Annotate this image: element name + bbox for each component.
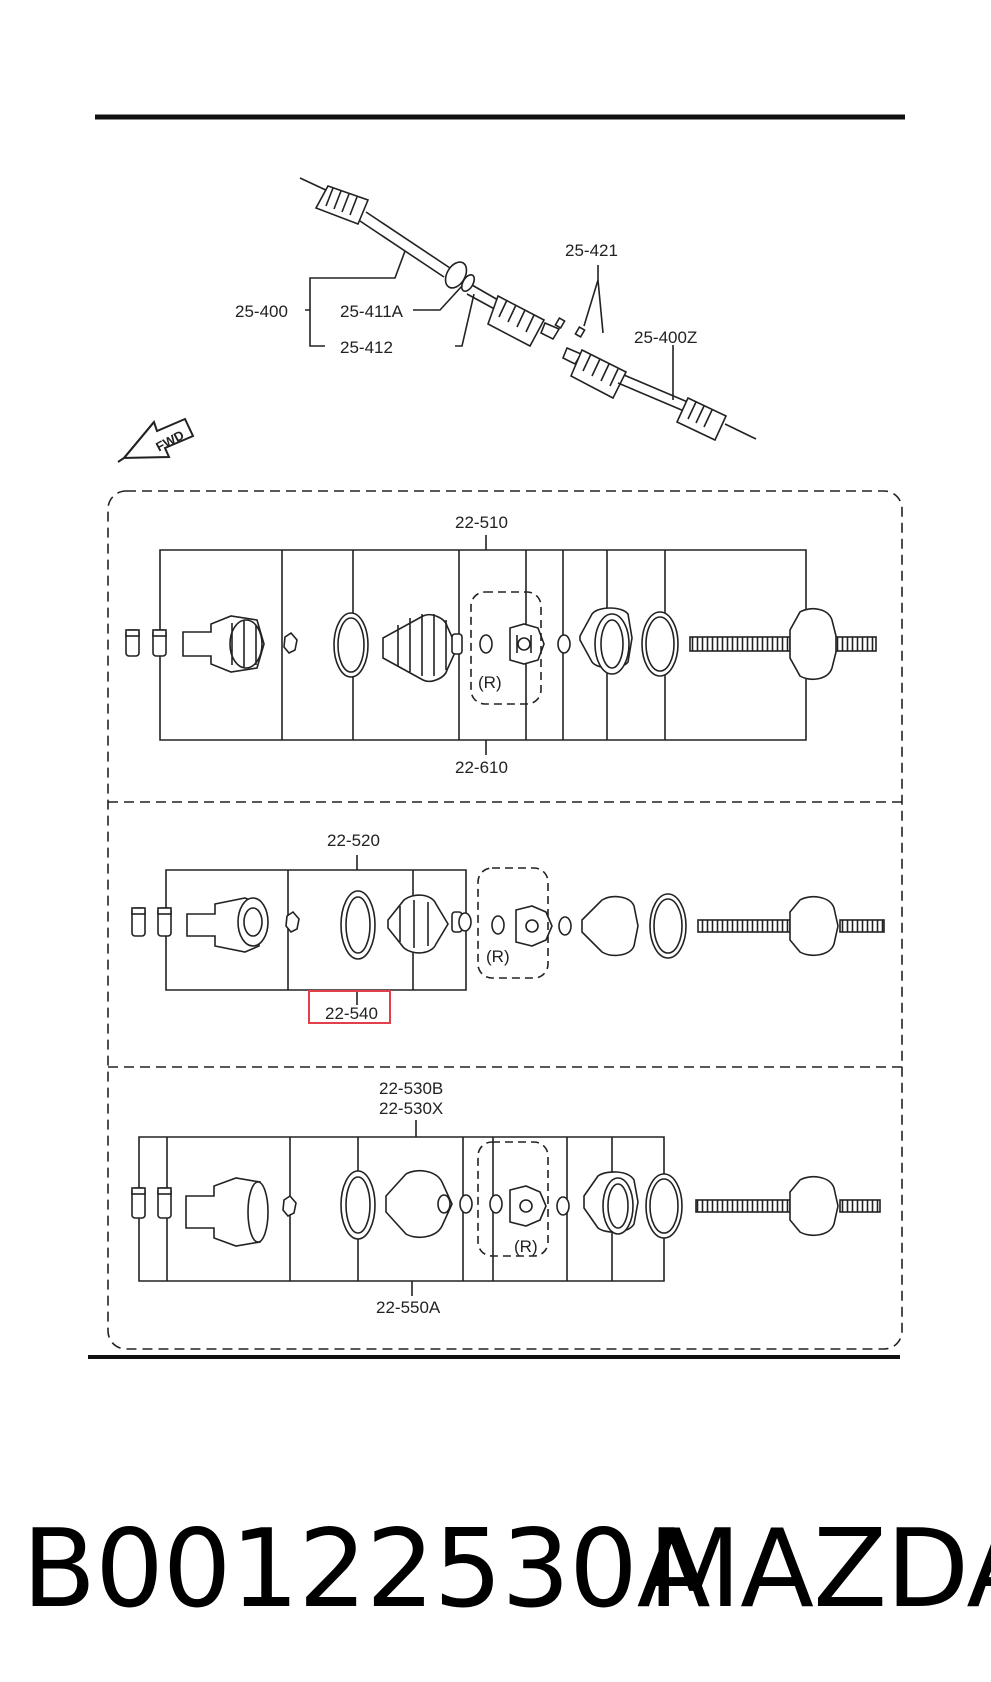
exploded-view-3: 22-530B 22-530X 22-550A (R) (131, 1079, 881, 1317)
label-22-510: 22-510 (455, 513, 508, 532)
detail-r-box-3 (477, 1141, 549, 1257)
parts-3 (131, 1169, 881, 1247)
highlight-box (308, 990, 391, 1024)
detail-r-box-1 (470, 591, 542, 705)
exploded-views-frame (107, 490, 903, 1350)
label-25-411A: 25-411A (340, 302, 404, 321)
overview-leaders (305, 250, 674, 400)
label-r-2: (R) (486, 947, 510, 966)
detail-r-box-2 (477, 867, 549, 979)
footer: B00122530A MAZDA (0, 1500, 991, 1640)
brand-name: MAZDA (648, 1507, 991, 1632)
label-22-530B: 22-530B (379, 1079, 443, 1098)
label-22-550A: 22-550A (376, 1298, 441, 1317)
parts-1 (125, 607, 877, 683)
label-25-400Z: 25-400Z (634, 328, 697, 347)
drive-shaft-overview (299, 177, 757, 442)
label-r-3: (R) (514, 1237, 538, 1256)
label-22-530X: 22-530X (379, 1099, 443, 1118)
label-25-421: 25-421 (565, 241, 618, 260)
label-22-540: 22-540 (325, 1004, 378, 1023)
fwd-arrow-icon: FWD (117, 417, 195, 463)
label-r-1: (R) (478, 673, 502, 692)
exploded-view-2: 22-520 22-540 (R) (131, 831, 885, 1024)
label-25-412: 25-412 (340, 338, 393, 357)
label-22-520: 22-520 (327, 831, 380, 850)
part-number: B00122530A (22, 1507, 711, 1632)
label-22-610: 22-610 (455, 758, 508, 777)
parts-2 (131, 890, 885, 960)
label-25-400: 25-400 (235, 302, 288, 321)
exploded-view-1: 22-510 22-610 (R) (125, 513, 877, 777)
